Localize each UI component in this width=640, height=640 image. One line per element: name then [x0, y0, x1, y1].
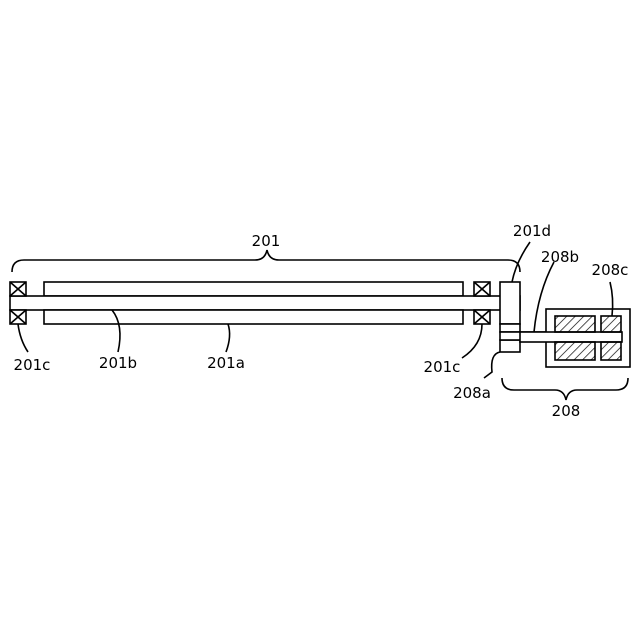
- bearing-201c-left-top: [10, 282, 26, 296]
- label-201c-right: 201c: [424, 358, 461, 376]
- leader-201c-right: [462, 324, 482, 358]
- label-208: 208: [552, 402, 581, 420]
- winding-208c-2: [555, 342, 595, 360]
- plate-201a-top: [44, 282, 463, 296]
- label-201b: 201b: [99, 354, 137, 372]
- label-201c-left: 201c: [14, 356, 51, 374]
- label-208a: 208a: [453, 384, 491, 402]
- label-208c: 208c: [592, 261, 629, 279]
- leader-201c-left: [18, 324, 28, 352]
- coupling-208a-bottom: [500, 340, 520, 352]
- bearing-201c-right-bottom: [474, 310, 490, 324]
- label-201d: 201d: [513, 222, 551, 240]
- label-201: 201: [252, 232, 281, 250]
- coupling-208a-top: [500, 324, 520, 332]
- label-201a: 201a: [207, 354, 245, 372]
- motor-shaft-208b: [520, 332, 622, 342]
- brace-201: [12, 250, 520, 272]
- winding-208c-3: [601, 316, 621, 332]
- winding-208c-1: [555, 316, 595, 332]
- plate-201a-bottom: [44, 310, 463, 324]
- shaft-201b: [10, 296, 520, 310]
- end-block-201d: [500, 282, 520, 324]
- leader-201a: [226, 324, 230, 352]
- winding-208c-4: [601, 342, 621, 360]
- bearing-201c-left-bottom: [10, 310, 26, 324]
- brace-208: [502, 378, 628, 400]
- label-208b: 208b: [541, 248, 579, 266]
- bearing-201c-right-top: [474, 282, 490, 296]
- leader-208a: [484, 352, 500, 378]
